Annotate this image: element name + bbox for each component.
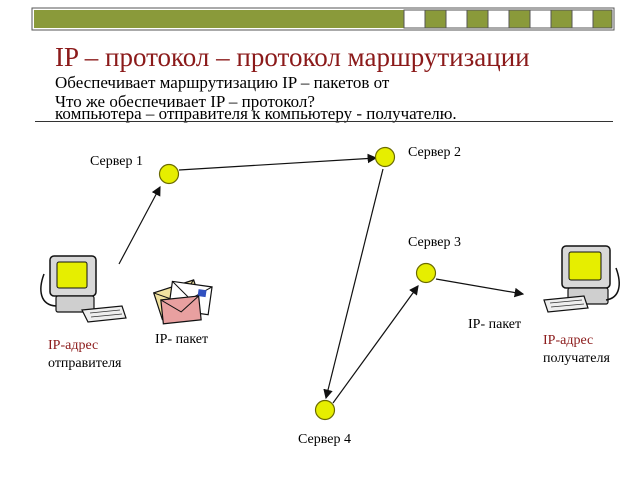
server-node-3 [415,262,437,284]
subtitle-line-1: Обеспечивает маршрутизацию IP – пакетов … [55,73,390,92]
packet-label-left: IP- пакет [155,332,209,347]
server-node-1 [158,163,180,185]
arrow-server2-to-server4 [323,168,384,400]
arrow-server3-to-receiver [435,278,525,298]
server-1-label: Сервер 1 [90,154,143,169]
server-node-4 [314,399,336,421]
sender-computer-icon [40,255,127,323]
header-bar [31,7,615,31]
packet-label-right: IP- пакет [468,317,522,332]
arrow-sender-to-server1 [118,185,161,265]
subtitle-line-2: Что же обеспечивает IP – протокол? [55,92,315,111]
subtitle-line-3: компьютера – отправителя к компьютеру - … [55,104,457,123]
arrow-server1-to-server2 [178,153,378,171]
divider [35,121,613,122]
arrow-server4-to-server3 [332,285,419,404]
sender-ip-label: IP-адрес [48,338,99,353]
envelope-packet-icon [152,279,213,325]
receiver-role-label: получателя [543,351,610,366]
slide-title: IP – протокол – протокол маршрутизации [55,42,530,72]
receiver-ip-label: IP-адрес [543,333,594,348]
server-node-2 [374,146,396,168]
server-3-label: Сервер 3 [408,235,461,250]
server-2-label: Сервер 2 [408,145,461,160]
sender-role-label: отправителя [48,356,122,371]
server-4-label: Сервер 4 [298,432,351,447]
receiver-computer-icon [543,245,620,313]
